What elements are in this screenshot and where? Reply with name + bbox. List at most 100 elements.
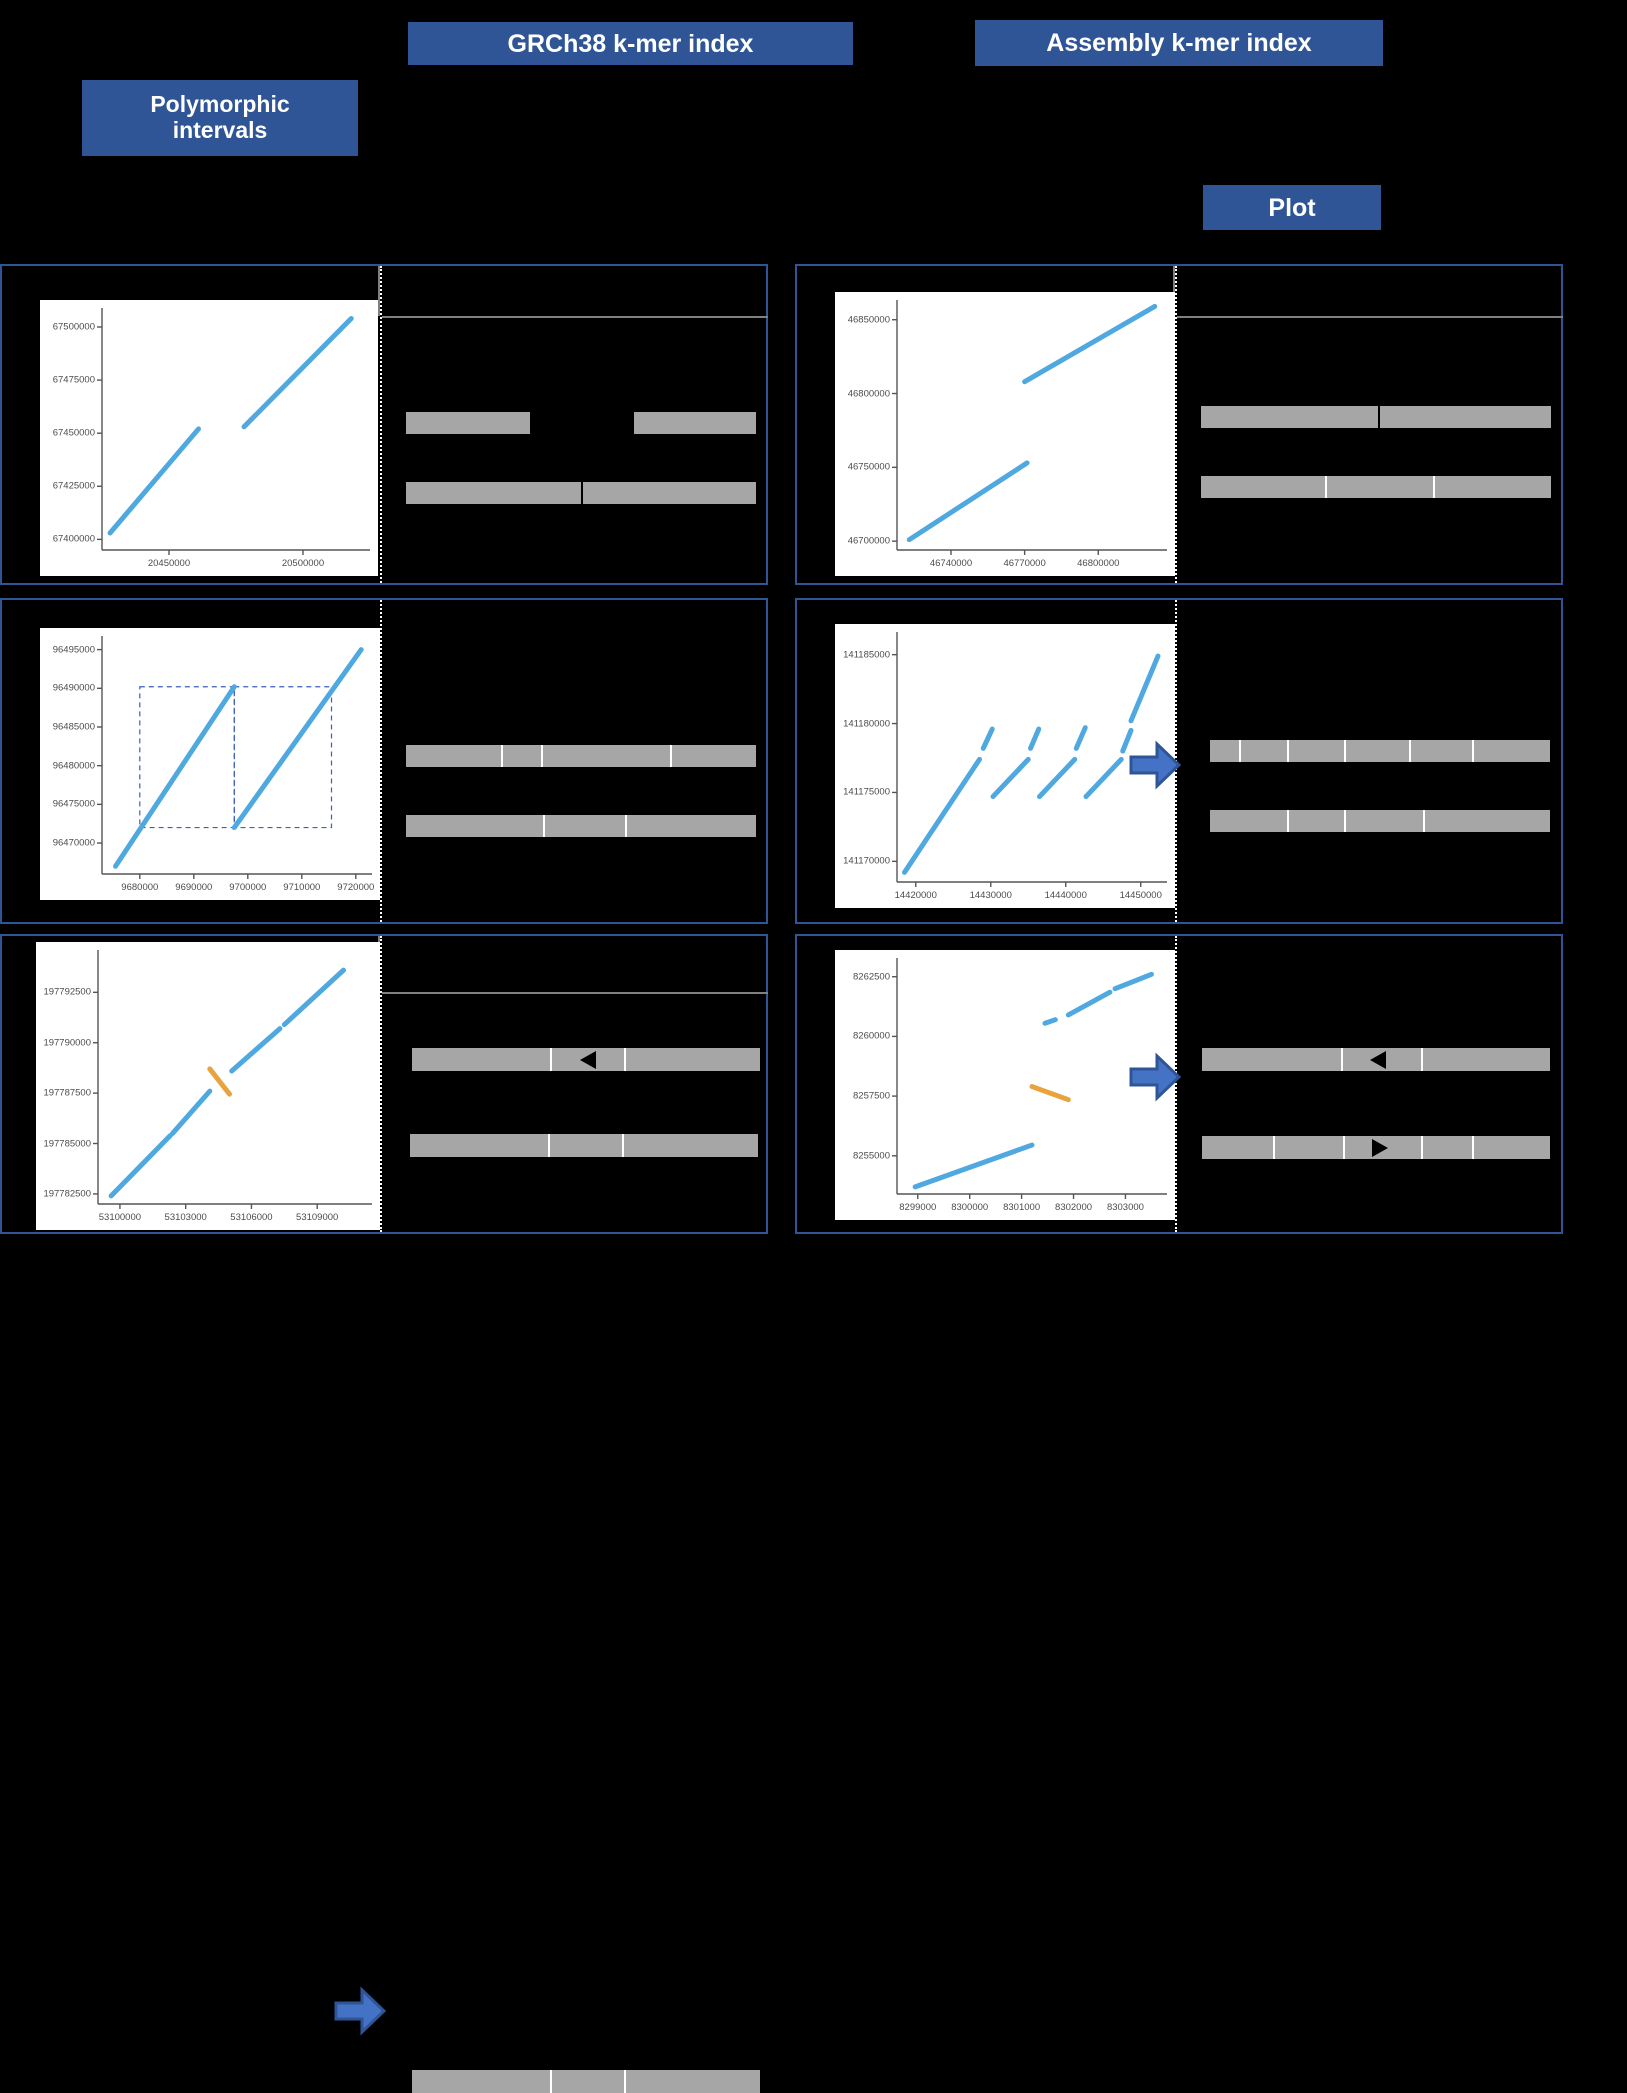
track-tick: [1341, 1048, 1343, 1071]
right-arrow-icon: [334, 1986, 387, 2041]
panel-vhairline: [378, 266, 380, 316]
y-axis-tick-label: 197787500: [43, 1087, 91, 1099]
assembly-track-block: [410, 1134, 758, 1157]
right-arrow-icon: [1372, 1138, 1388, 1157]
track-tick: [1287, 810, 1289, 832]
track-tick: [548, 1134, 550, 1157]
y-axis-tick-label: 141185000: [843, 649, 890, 661]
track-tick: [624, 2070, 626, 2093]
x-axis-tick-label: 9700000: [229, 882, 267, 893]
track-tick: [1239, 740, 1241, 762]
x-axis-tick-label: 9710000: [283, 882, 321, 893]
track-tick: [1409, 740, 1411, 762]
assembly-track-block: [1201, 476, 1551, 498]
panel-vhairline: [1173, 266, 1175, 316]
x-axis-tick-label: 46800000: [1077, 558, 1120, 569]
panel-hairline: [1177, 316, 1563, 318]
x-axis-tick-label: 20450000: [147, 558, 191, 569]
assembly-track-block: [406, 482, 756, 504]
track-tick: [1344, 810, 1346, 832]
track-tick: [1421, 1048, 1423, 1071]
panel-divider: [380, 600, 382, 922]
y-axis-tick-label: 197785000: [43, 1138, 91, 1150]
track-tick: [622, 1134, 624, 1157]
track-tick: [581, 482, 583, 504]
y-axis-tick-label: 96485000: [52, 721, 95, 733]
x-axis-tick-label: 8299000: [899, 1202, 937, 1213]
x-axis-tick-label: 46770000: [1003, 558, 1046, 569]
track-tick: [1472, 740, 1474, 762]
track-tick: [1433, 476, 1435, 498]
track-tick: [1325, 476, 1327, 498]
y-axis-tick-label: 67475000: [52, 374, 95, 386]
panel-r3c2-plot-canvas: [892, 958, 1167, 1199]
track-tick: [670, 745, 672, 767]
y-axis-tick-label: 67425000: [52, 480, 95, 492]
panel-divider: [380, 936, 382, 1232]
track-tick: [625, 815, 627, 837]
panel-r1c1-plot-canvas: [97, 308, 370, 555]
panel-divider: [1175, 266, 1177, 583]
x-axis-tick-label: 9690000: [175, 882, 213, 893]
assembly-track-block: [1210, 810, 1550, 832]
y-axis-tick-label: 141175000: [843, 786, 890, 798]
track-tick: [1344, 740, 1346, 762]
track-tick: [1287, 740, 1289, 762]
x-axis-tick-label: 14450000: [1119, 890, 1162, 901]
y-axis-tick-label: 46800000: [847, 388, 890, 400]
y-axis-tick-label: 8260000: [853, 1030, 890, 1042]
reference-track-block: [412, 1048, 760, 1071]
x-axis-tick-label: 8301000: [1003, 1202, 1041, 1213]
right-arrow-icon: [1129, 1052, 1182, 1107]
panel-divider: [380, 266, 382, 583]
x-axis-tick-label: 8300000: [951, 1202, 989, 1213]
callout-grch38-kmer-index: GRCh38 k-mer index: [408, 22, 853, 65]
y-axis-tick-label: 197792500: [43, 986, 91, 998]
callout-plot: Plot: [1203, 185, 1381, 230]
track-tick: [1472, 1136, 1474, 1159]
reference-track-block: [634, 412, 756, 434]
y-axis-tick-label: 96490000: [52, 682, 95, 694]
assembly-track-block: [412, 2070, 760, 2093]
x-axis-tick-label: 53109000: [296, 1212, 339, 1223]
x-axis-tick-label: 46740000: [929, 558, 973, 569]
x-axis-tick-label: 53103000: [164, 1212, 207, 1223]
panel-r3c1-plot-canvas: [93, 950, 372, 1209]
x-axis-tick-label: 20500000: [281, 558, 325, 569]
reference-track-block: [406, 745, 756, 767]
x-axis-tick-label: 9720000: [337, 882, 375, 893]
panel-r1c2-plot-canvas: [892, 300, 1167, 555]
y-axis-tick-label: 8255000: [853, 1150, 890, 1162]
x-axis-tick-label: 8303000: [1106, 1202, 1144, 1213]
track-tick: [624, 1048, 626, 1071]
y-axis-tick-label: 46750000: [847, 461, 890, 473]
y-axis-tick-label: 46700000: [847, 535, 890, 547]
panel-hairline: [382, 992, 768, 994]
reference-track-block: [406, 412, 530, 434]
y-axis-tick-label: 96480000: [52, 760, 95, 772]
callout-assembly-kmer-index: Assembly k-mer index: [975, 20, 1383, 66]
track-tick: [1273, 1136, 1275, 1159]
y-axis-tick-label: 141170000: [843, 855, 890, 867]
assembly-track-block: [406, 815, 756, 837]
panel-divider: [1175, 936, 1177, 1232]
y-axis-tick-label: 96495000: [52, 644, 95, 656]
y-axis-tick-label: 197782500: [43, 1188, 91, 1200]
right-arrow-icon: [1129, 740, 1182, 795]
track-tick: [550, 1048, 552, 1071]
y-axis-tick-label: 96470000: [52, 837, 95, 849]
panel-r2c2-plot-canvas: [892, 632, 1167, 887]
x-axis-tick-label: 9680000: [121, 882, 159, 893]
reference-track-block: [1201, 406, 1551, 428]
track-tick: [550, 2070, 552, 2093]
track-tick: [541, 745, 543, 767]
